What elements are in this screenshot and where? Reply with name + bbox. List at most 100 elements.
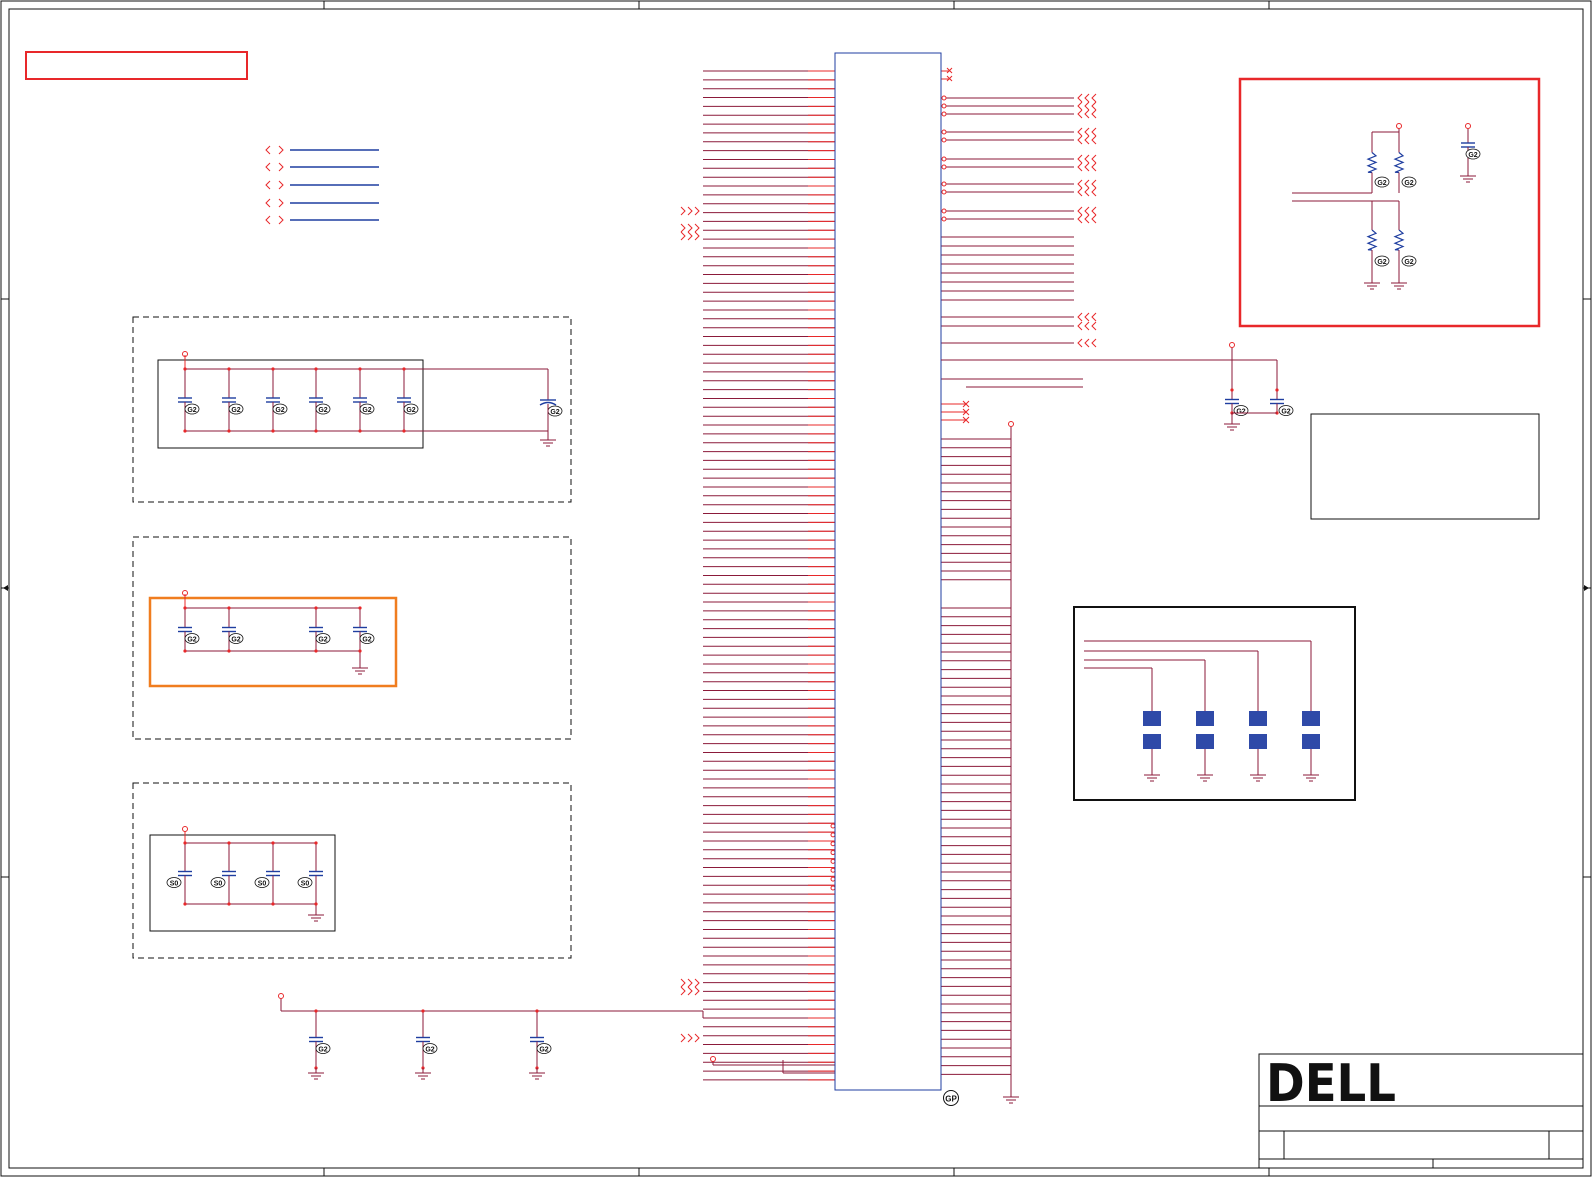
off-page-connector-icon <box>265 180 271 190</box>
cap-mark: G2 <box>1374 176 1390 188</box>
cap-mark: G2 <box>536 1043 552 1054</box>
note-box <box>1310 413 1540 520</box>
off-page-connector-icon <box>1077 93 1097 103</box>
cap-mark: S0 <box>166 877 182 888</box>
capacitor: G2 <box>353 606 375 653</box>
ground-symbol <box>308 1072 324 1080</box>
capacitor: G2 <box>353 367 375 433</box>
capacitor: G2 <box>397 367 419 433</box>
svg-text:G2: G2 <box>318 1047 327 1054</box>
ic-right-pin-nets <box>941 67 1097 1075</box>
off-page-connector-icon <box>1077 135 1097 145</box>
right-ground-rail <box>1003 421 1019 1104</box>
off-page-connector-icon <box>1077 109 1097 119</box>
gp-badge-label: GP <box>945 1095 957 1104</box>
ground-symbol <box>1364 282 1380 290</box>
capacitor: G2 <box>178 606 200 653</box>
capacitor: S0 <box>166 841 192 906</box>
off-page-connector-icon <box>278 145 284 155</box>
off-page-connector-icon <box>265 198 271 208</box>
cap-mark: G2 <box>403 403 419 415</box>
off-page-connector-icon <box>1077 338 1097 348</box>
off-page-connector-icon <box>265 215 271 225</box>
capacitor: S0 <box>210 841 236 906</box>
ground-symbol <box>529 1072 545 1080</box>
svg-text:G2: G2 <box>1404 180 1413 187</box>
svg-text:G2: G2 <box>425 1047 434 1054</box>
capacitor: G2 <box>222 367 244 433</box>
cap-mark: G2 <box>315 633 331 644</box>
svg-text:G2: G2 <box>231 407 240 414</box>
ground-symbol <box>1197 774 1213 782</box>
ground-symbol <box>1391 282 1407 290</box>
capacitor: G2 <box>309 606 331 653</box>
title-block: DELL <box>1258 1053 1584 1169</box>
svg-text:G2: G2 <box>406 407 415 414</box>
off-page-connector-icon <box>278 162 284 172</box>
svg-text:S0: S0 <box>214 881 223 888</box>
off-page-connector-icon <box>1077 206 1097 216</box>
cap-mark: S0 <box>297 877 313 888</box>
resistor <box>1393 201 1405 279</box>
off-page-connector-icon <box>1077 179 1097 189</box>
off-page-connector-icon <box>1077 187 1097 197</box>
cap-mark: G2 <box>184 403 200 415</box>
gp-badge: GP <box>943 1090 959 1106</box>
cap-mark: G2 <box>315 403 331 415</box>
cap-mark: G2 <box>228 403 244 415</box>
svg-text:G2: G2 <box>187 407 196 414</box>
ground-symbol <box>415 1072 431 1080</box>
svg-text:G2: G2 <box>1468 152 1477 159</box>
cap-mark: G2 <box>184 633 200 644</box>
off-page-connector-icon <box>1077 154 1097 164</box>
bulk-capacitor <box>539 369 557 447</box>
ground-symbol <box>1250 774 1266 782</box>
off-page-connector-icon <box>278 198 284 208</box>
cap-mark: G2 <box>315 1043 331 1054</box>
decoupling-block-2: G2 G2 G2 G2 <box>132 536 572 740</box>
title-highlight-box <box>25 51 248 80</box>
ic-left-pin-nets <box>680 70 836 1081</box>
test-pad <box>1249 711 1267 782</box>
cap-mark: G2 <box>228 633 244 644</box>
test-pad <box>1302 711 1320 782</box>
off-page-connector-icon <box>680 978 700 988</box>
off-page-connector-icon <box>265 145 271 155</box>
cap-mark: S0 <box>210 877 226 888</box>
bottom-rail-capacitors: G2 G2 G2 <box>278 993 704 1080</box>
capacitor: G2 <box>178 367 200 433</box>
off-page-connector-icon <box>680 223 700 233</box>
ground-symbol <box>352 667 368 675</box>
off-page-connector-icon <box>1077 321 1097 331</box>
cap-mark: G2 <box>1401 255 1417 267</box>
off-page-connector-icon <box>680 206 700 216</box>
cap-mark: S0 <box>254 877 270 888</box>
cap-mark: G2 <box>1401 176 1417 188</box>
off-page-connector-icon <box>680 986 700 996</box>
svg-text:G2: G2 <box>1377 259 1386 266</box>
cap-mark: G2 <box>547 405 563 417</box>
cap-mark: G2 <box>1278 405 1294 416</box>
off-page-connector-icon <box>265 162 271 172</box>
test-pad <box>1196 711 1214 782</box>
svg-text:DELL: DELL <box>1266 1054 1396 1114</box>
svg-text:G2: G2 <box>1281 409 1290 416</box>
resistor <box>1366 132 1378 193</box>
capacitor: G2 <box>222 606 244 653</box>
off-page-connector-icon <box>278 180 284 190</box>
capacitor: G2 <box>530 1009 552 1070</box>
cap-mark: G2 <box>272 403 288 415</box>
svg-text:S0: S0 <box>170 881 179 888</box>
ground-symbol <box>1303 774 1319 782</box>
main-ic-body <box>834 52 942 1091</box>
resistor <box>1393 132 1405 193</box>
svg-text:G2: G2 <box>362 637 371 644</box>
svg-text:S0: S0 <box>258 881 267 888</box>
ground-symbol <box>308 914 324 922</box>
svg-text:S0: S0 <box>301 881 310 888</box>
off-page-connector-icon <box>1077 127 1097 137</box>
svg-text:G2: G2 <box>362 407 371 414</box>
